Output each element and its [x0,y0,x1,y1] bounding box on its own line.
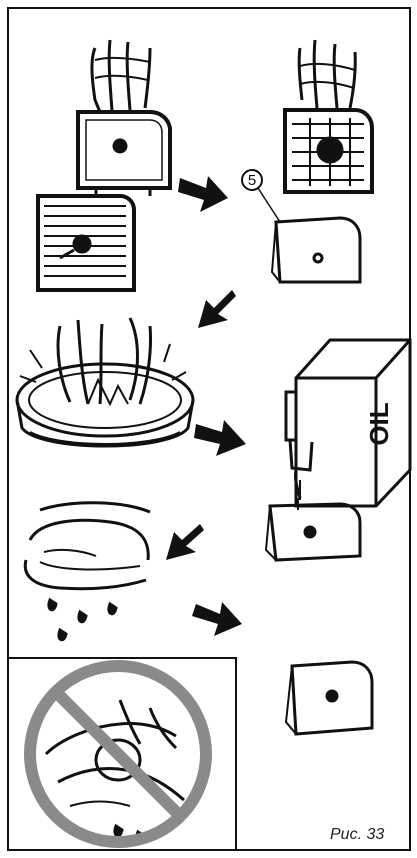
figure-caption: Рис. 33 [330,826,410,848]
step-arrow-icon [178,176,228,212]
step-arrow-icon [198,290,236,328]
step-squeeze [25,503,150,640]
step-clean-element [286,662,372,734]
step-arrow-icon [192,602,242,636]
step-arrow-icon [166,524,204,560]
oil-label: OIL [364,402,394,445]
part-number-label: 5 [248,172,256,189]
step-remove-element [38,40,170,290]
step-arrows [166,176,246,636]
step-wash-basin [17,318,193,446]
step-arrow-icon [194,420,246,456]
step-element-removed [258,40,372,282]
